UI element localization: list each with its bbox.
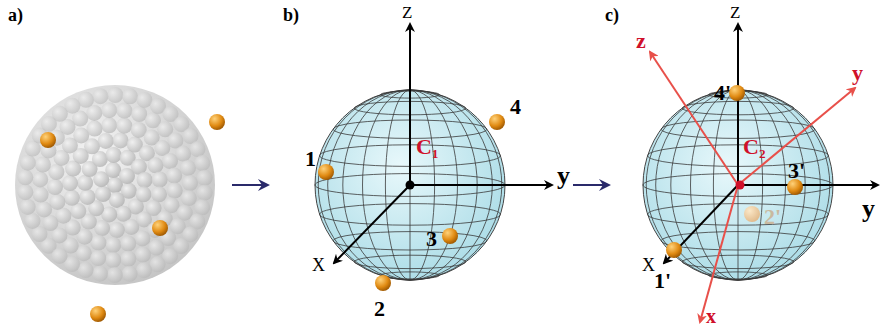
grey-ball <box>120 236 136 252</box>
grey-ball <box>107 267 123 283</box>
grey-ball <box>17 184 33 200</box>
grey-ball <box>136 92 152 108</box>
callout-number: 1 <box>305 148 316 170</box>
grey-ball <box>105 237 121 253</box>
grey-ball <box>136 186 152 202</box>
grey-ball <box>101 102 117 118</box>
grey-ball <box>64 98 80 114</box>
callout-number: 3' <box>788 160 805 182</box>
grey-ball <box>152 172 168 188</box>
grey-ball <box>20 155 36 171</box>
callout-number: 2 <box>374 298 385 320</box>
callout-number: 4 <box>510 96 521 118</box>
grey-ball <box>78 92 94 108</box>
panel-letter: c) <box>605 6 619 24</box>
grey-ball <box>131 106 147 122</box>
grey-ball <box>105 162 121 178</box>
grey-ball <box>182 175 198 191</box>
grey-ball <box>116 103 132 119</box>
grey-ball <box>80 189 96 205</box>
grey-ball <box>98 133 114 149</box>
grey-ball <box>194 155 210 171</box>
grey-ball <box>95 186 111 202</box>
callout-number: 2' <box>764 206 781 228</box>
grey-ball <box>32 171 48 187</box>
callout-number: 4' <box>714 82 731 104</box>
grey-ball <box>122 88 138 104</box>
grey-ball <box>109 222 125 238</box>
rotated-axis-label: x <box>706 306 716 326</box>
grey-ball <box>64 190 80 206</box>
grey-ball <box>105 252 121 268</box>
grey-ball <box>122 266 138 282</box>
grey-ball <box>113 132 129 148</box>
grey-ball <box>167 183 183 199</box>
grey-ball <box>92 88 108 104</box>
grey-ball <box>107 87 123 103</box>
grey-ball <box>135 247 151 263</box>
panel-letter: a) <box>8 6 23 24</box>
axis-label: X <box>312 256 325 274</box>
ball-texture <box>17 87 212 283</box>
axis-label: y <box>557 163 570 189</box>
grey-ball <box>181 190 197 206</box>
grey-ball <box>78 262 94 278</box>
grey-ball <box>150 256 166 272</box>
axis-label: y <box>862 196 875 222</box>
grey-ball <box>180 160 196 176</box>
grey-ball <box>109 192 125 208</box>
grey-ball <box>25 213 41 229</box>
grey-ball <box>62 175 78 191</box>
grey-ball <box>106 147 122 163</box>
grey-ball <box>36 201 52 217</box>
rotated-axis-label: z <box>636 30 646 52</box>
center-label: C₂ <box>743 136 765 158</box>
grey-ball <box>20 199 36 215</box>
grey-ball <box>197 185 213 201</box>
grey-ball <box>134 230 150 246</box>
center-label: C₁ <box>416 136 438 158</box>
grey-ball <box>175 146 191 162</box>
grey-ball <box>151 186 167 202</box>
grey-ball <box>90 250 106 266</box>
grey-ball <box>90 235 106 251</box>
panel-letter: b) <box>283 6 299 24</box>
grey-ball <box>148 157 164 173</box>
grey-ball <box>33 187 49 203</box>
grey-ball <box>137 172 153 188</box>
grey-ball <box>101 117 117 133</box>
grey-ball <box>77 175 93 191</box>
grey-ball <box>17 169 33 185</box>
grey-ball <box>120 251 136 267</box>
grey-ball <box>52 248 68 264</box>
axis-label: X <box>642 256 655 274</box>
grey-ball <box>136 262 152 278</box>
grey-ball <box>116 118 132 134</box>
grey-ball <box>87 121 103 137</box>
grey-ball <box>48 164 64 180</box>
grey-ball <box>148 240 164 256</box>
rotated-axis-label: y <box>852 62 863 84</box>
axis-label: Z <box>402 4 412 21</box>
grey-ball <box>197 170 213 186</box>
grey-ball <box>166 168 182 184</box>
grey-ball <box>190 141 206 157</box>
grey-ball <box>92 266 108 282</box>
callout-number: 3 <box>426 228 437 250</box>
callout-number: 1' <box>654 270 671 292</box>
grey-ball <box>194 199 210 215</box>
axis-label: Z <box>730 4 740 21</box>
grey-ball <box>47 179 63 195</box>
grey-ball <box>35 157 51 173</box>
